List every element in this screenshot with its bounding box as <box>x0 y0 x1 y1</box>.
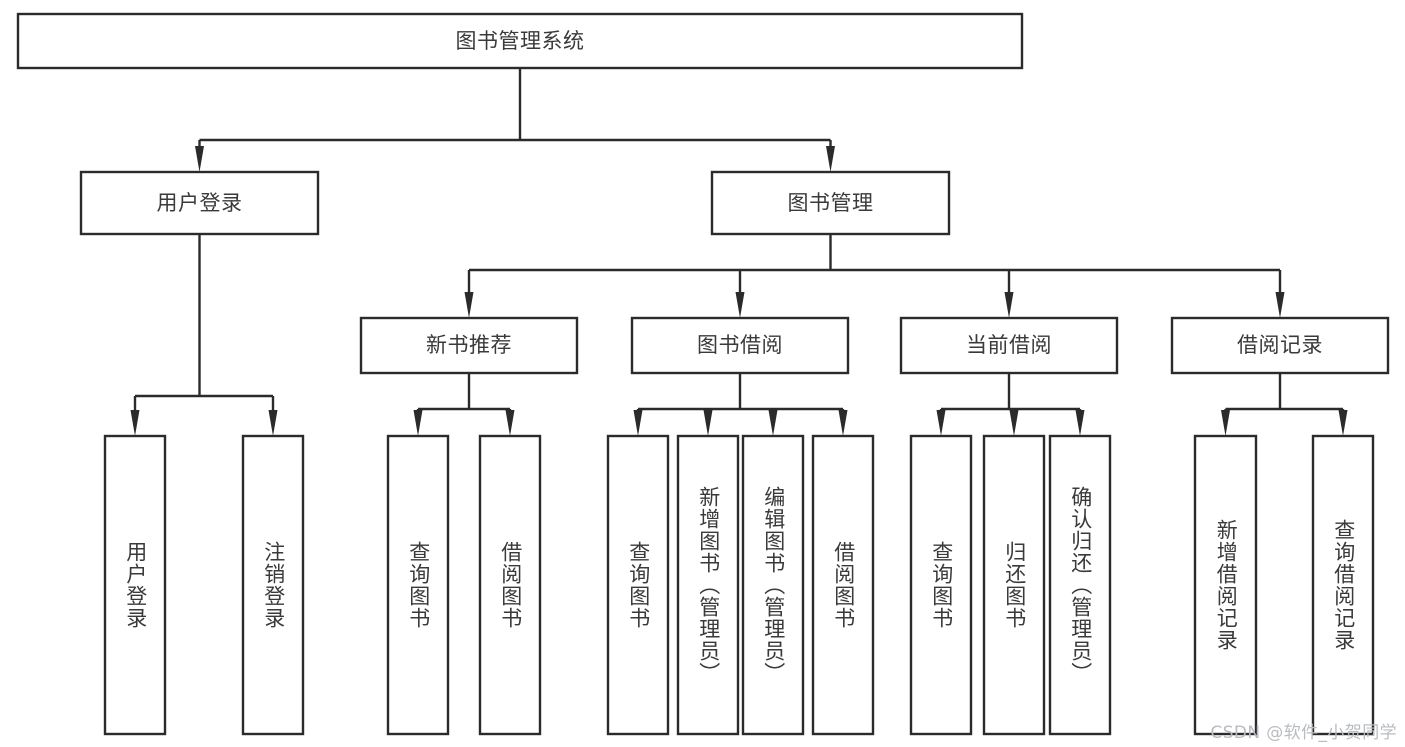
arrow-head-leaf-query-book-1 <box>413 410 423 436</box>
arrow-head-book-manage <box>826 146 835 172</box>
arrow-head-new-book-rec <box>464 292 474 318</box>
arrow-head-leaf-query-record <box>1338 410 1348 436</box>
arrow-head-leaf-add-book <box>703 410 713 436</box>
arrow-head-leaf-borrow-book-2 <box>838 410 848 436</box>
node-box-current-borrow[interactable] <box>899 316 1119 375</box>
node-box-leaf-query-book-2[interactable] <box>606 434 670 736</box>
node-box-leaf-add-record[interactable] <box>1193 434 1258 736</box>
node-box-leaf-return-book[interactable] <box>982 434 1046 736</box>
arrow-head-user-login <box>195 146 204 172</box>
node-box-borrow-record[interactable] <box>1170 316 1390 375</box>
edges-layer <box>130 68 1348 436</box>
node-box-leaf-edit-book[interactable] <box>741 434 805 736</box>
node-box-leaf-logout[interactable] <box>241 434 305 736</box>
arrow-head-current-borrow <box>1004 292 1014 318</box>
node-box-root[interactable] <box>16 12 1024 70</box>
node-box-book-manage[interactable] <box>710 170 951 236</box>
arrow-head-leaf-query-book-2 <box>633 410 643 436</box>
node-box-leaf-query-record[interactable] <box>1311 434 1375 736</box>
arrow-head-book-borrow <box>735 292 745 318</box>
node-box-new-book-rec[interactable] <box>359 316 579 375</box>
boxes-layer <box>16 12 1390 736</box>
arrow-head-leaf-query-book-3 <box>936 410 946 436</box>
node-box-leaf-borrow-book-2[interactable] <box>811 434 875 736</box>
node-box-book-borrow[interactable] <box>630 316 850 375</box>
node-box-user-login[interactable] <box>79 170 320 236</box>
arrow-head-leaf-user-login <box>130 410 140 436</box>
arrow-head-leaf-add-record <box>1221 410 1230 436</box>
node-box-leaf-add-book[interactable] <box>676 434 740 736</box>
node-box-leaf-query-book-3[interactable] <box>909 434 973 736</box>
node-box-leaf-user-login[interactable] <box>103 434 167 736</box>
arrow-head-leaf-borrow-book-1 <box>505 410 515 436</box>
arrow-head-leaf-edit-book <box>768 410 778 436</box>
arrow-head-leaf-confirm-return <box>1075 410 1085 436</box>
arrow-head-borrow-record <box>1275 292 1285 318</box>
node-box-leaf-borrow-book-1[interactable] <box>478 434 542 736</box>
arrow-head-leaf-return-book <box>1009 410 1019 436</box>
node-box-leaf-query-book-1[interactable] <box>386 434 450 736</box>
arrow-head-leaf-logout <box>268 410 278 436</box>
node-box-leaf-confirm-return[interactable] <box>1048 434 1112 736</box>
csdn-watermark: CSDN @软件_小贺同学 <box>1210 723 1397 743</box>
